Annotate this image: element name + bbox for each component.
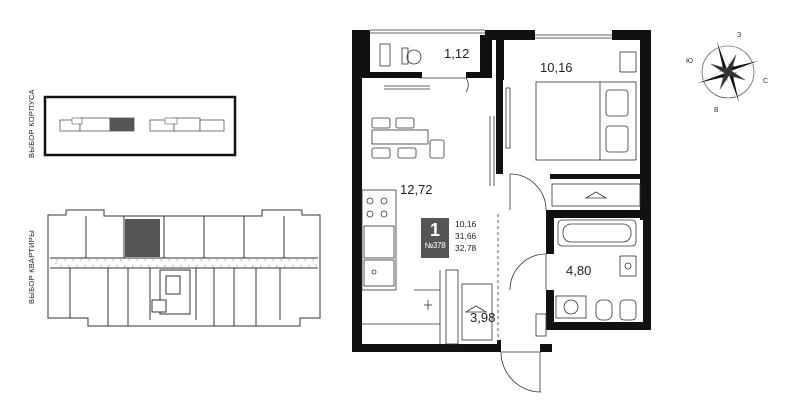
compass-east-label: С: [763, 78, 769, 85]
rooms-count: 1: [429, 220, 440, 240]
bathroom-area: 4,80: [566, 263, 592, 278]
hallway-area: 3,98: [470, 310, 496, 325]
compass-west-label: Ю: [686, 58, 694, 65]
bedroom-area: 10,16: [540, 60, 573, 75]
selected-building: [109, 117, 135, 132]
selected-apartment[interactable]: [125, 219, 160, 257]
apartment-info-badge: 1 №378: [421, 218, 449, 258]
full-area-value: 32,78: [455, 243, 477, 253]
compass-south-label: В: [714, 107, 719, 114]
apartment-number: №378: [424, 241, 446, 250]
kitchen-area: 12,72: [400, 182, 433, 197]
total-area-value: 31,66: [455, 231, 477, 241]
building-selector: [43, 95, 237, 157]
compass-rose-icon: [697, 41, 759, 103]
compass-north-label: З: [737, 32, 742, 39]
building-block-2[interactable]: [149, 117, 225, 132]
apartment-walls: [352, 30, 651, 352]
apartment-fixtures: [361, 29, 641, 393]
balcony-area: 1,12: [444, 46, 470, 61]
building-block-1[interactable]: [59, 117, 135, 132]
living-area-value: 10,16: [455, 219, 477, 229]
floor-selector: [47, 209, 321, 327]
